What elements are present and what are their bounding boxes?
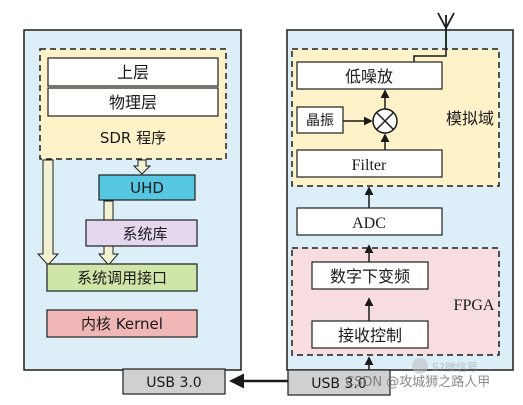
system-library-label: 系统库: [122, 225, 167, 243]
kernel-box: [46, 309, 198, 338]
system-library-box: [85, 219, 198, 247]
antenna-icon: [437, 12, 455, 48]
physical-layer-label: 物理层: [109, 93, 157, 112]
oscillator-box: [296, 106, 344, 134]
watermark-line1: S?微信号: [432, 360, 478, 374]
rx-control-label: 接收控制: [338, 326, 402, 345]
device-usb-port: [287, 369, 391, 396]
filter-box: [296, 149, 443, 178]
uhd-box: [98, 174, 196, 201]
upper-layer-label: 上层: [117, 63, 149, 82]
fpga-label: FPGA: [454, 297, 495, 314]
host-usb-label: USB 3.0: [146, 375, 201, 391]
ddc-label: 数字下变频: [330, 267, 410, 286]
watermark: S?微信号: [412, 358, 478, 374]
kernel-label: 内核 Kernel: [81, 315, 163, 333]
watermark-line2: CSDN @攻城狮之路人甲: [345, 374, 490, 390]
physical-layer-box: [47, 87, 219, 117]
host-usb-port: [122, 368, 226, 395]
rx-control-box: [311, 320, 429, 349]
lna-label: 低噪放: [345, 67, 393, 86]
filter-label: Filter: [352, 157, 387, 174]
oscillator-label: 晶振: [306, 113, 334, 129]
upper-layer-box: [47, 57, 219, 87]
lna-box: [296, 61, 443, 90]
sdr-to-uhd-arrow: [132, 159, 152, 175]
antenna-to-lna-wire: [413, 48, 447, 62]
sdr-program-label: SDR 程序: [100, 129, 166, 147]
mixer-icon: [372, 108, 398, 134]
ddc-box: [311, 261, 429, 290]
sdr-to-syscall-arrow: [36, 159, 60, 266]
uhd-label: UHD: [130, 179, 164, 197]
adc-label: ADC: [352, 215, 386, 232]
system-call-interface-label: 系统调用接口: [77, 269, 167, 287]
adc-box: [296, 207, 443, 236]
analog-domain-label: 模拟域: [446, 109, 494, 128]
system-call-interface-box: [46, 263, 198, 292]
device-usb-label: USB 3.0: [311, 376, 366, 392]
